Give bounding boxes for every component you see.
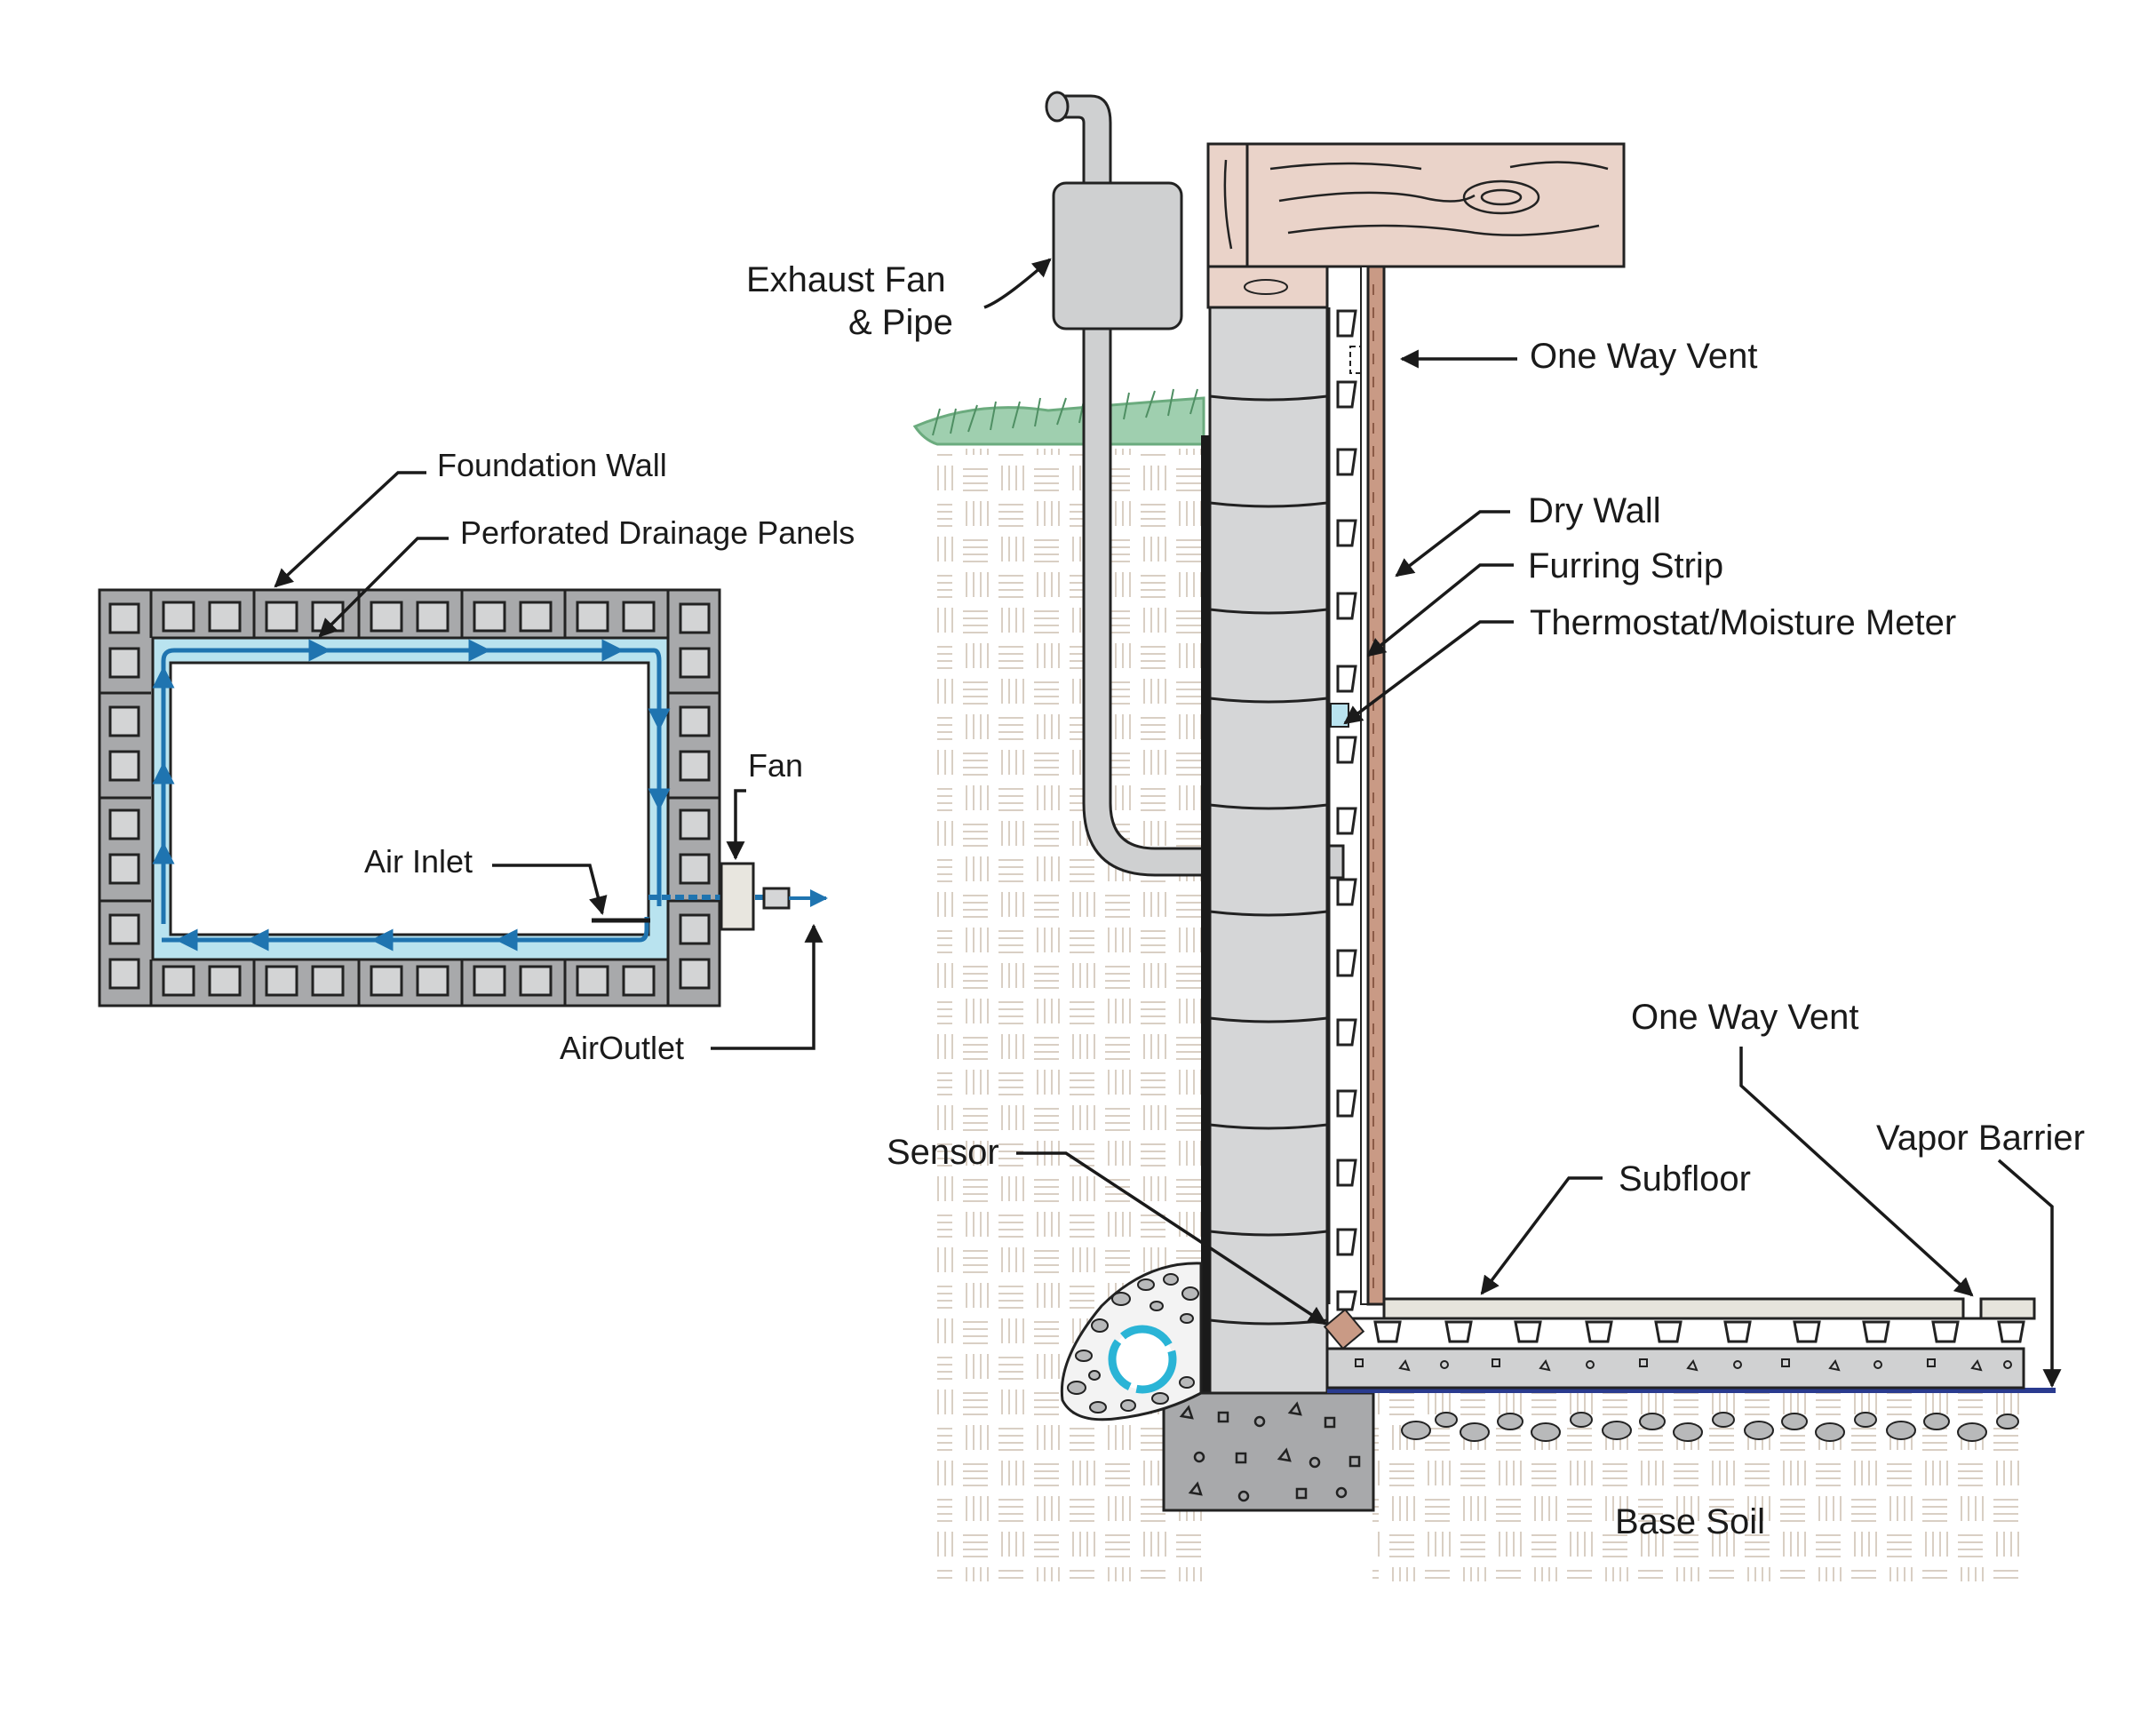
label-sensor: Sensor <box>887 1133 999 1172</box>
label-subfloor: Subfloor <box>1619 1159 1751 1198</box>
leader-air-inlet <box>492 864 608 916</box>
wall-drainage-panel <box>1327 307 1357 1311</box>
label-perforated-drainage-panels: Perforated Drainage Panels <box>460 514 855 551</box>
leader-drainage-panels <box>318 537 449 638</box>
floor-dimples <box>1341 1317 2034 1349</box>
sensor <box>1323 1308 1365 1350</box>
label-foundation-wall: Foundation Wall <box>437 447 667 483</box>
subfloor-right <box>1979 1297 2036 1320</box>
top-plate <box>1206 265 1329 309</box>
label-air-inlet: Air Inlet <box>364 843 473 880</box>
leader-air-outlet <box>711 923 823 1050</box>
leader-dry-wall <box>1395 510 1510 577</box>
vapor-barrier <box>1327 1388 2056 1393</box>
leader-sensor <box>1016 1151 1327 1326</box>
gravel-stones <box>1067 1273 1199 1413</box>
label-furring-strip: Furring Strip <box>1528 546 1723 585</box>
label-vapor-barrier: Vapor Barrier <box>1876 1119 2085 1158</box>
cmu-wall <box>1208 306 1329 1395</box>
leader-thermostat <box>1343 620 1514 725</box>
section-view: Exhaust Fan & Pipe One Way Vent Dry Wall… <box>746 91 2085 1581</box>
leader-one-way-vent-floor <box>1739 1047 1974 1297</box>
exhaust-pipe-body <box>1055 94 1334 877</box>
pipe-opening <box>1045 91 1070 123</box>
wood-grain <box>1223 159 1609 250</box>
leader-vapor-barrier <box>1997 1159 2062 1389</box>
label-air-outlet: AirOutlet <box>560 1030 684 1066</box>
drywall <box>1366 265 1386 1306</box>
slab-aggregate <box>1355 1358 2012 1372</box>
outlet-stub <box>762 887 791 910</box>
exhaust-fan-box <box>1052 181 1183 330</box>
label-thermostat-moisture-meter: Thermostat/Moisture Meter <box>1530 603 1956 642</box>
plan-view: Foundation Wall Perforated Drainage Pane… <box>98 447 855 1066</box>
leader-furring-strip <box>1366 563 1514 657</box>
label-base-soil: Base Soil <box>1615 1502 1765 1541</box>
label-fan: Fan <box>748 747 803 784</box>
leader-subfloor <box>1480 1176 1603 1295</box>
sill-beam <box>1206 142 1626 268</box>
grass <box>912 396 1205 446</box>
fan-box <box>720 862 755 931</box>
pipe-end <box>1327 844 1345 880</box>
leader-foundation-wall <box>274 471 426 588</box>
interior-space <box>169 661 650 936</box>
label-exhaust-fan-line1: Exhaust Fan <box>746 260 946 299</box>
footing-aggregate <box>1179 1401 1361 1502</box>
base-gravel <box>1401 1412 2019 1442</box>
label-one-way-vent-floor: One Way Vent <box>1631 998 1858 1037</box>
label-one-way-vent-wall: One Way Vent <box>1530 337 1757 376</box>
leader-fan <box>726 789 746 861</box>
label-dry-wall: Dry Wall <box>1528 491 1661 530</box>
waterproof-membrane <box>1201 435 1210 1393</box>
drain-pipe <box>1108 1325 1177 1394</box>
label-exhaust-fan-line2: & Pipe <box>848 303 953 342</box>
foundation-blocks <box>99 590 720 1006</box>
block-cells <box>108 601 711 997</box>
airflow-arrows <box>152 639 671 952</box>
leader-exhaust-fan <box>983 258 1052 309</box>
subfloor <box>1382 1297 1965 1320</box>
concrete-slab <box>1325 1347 2025 1390</box>
